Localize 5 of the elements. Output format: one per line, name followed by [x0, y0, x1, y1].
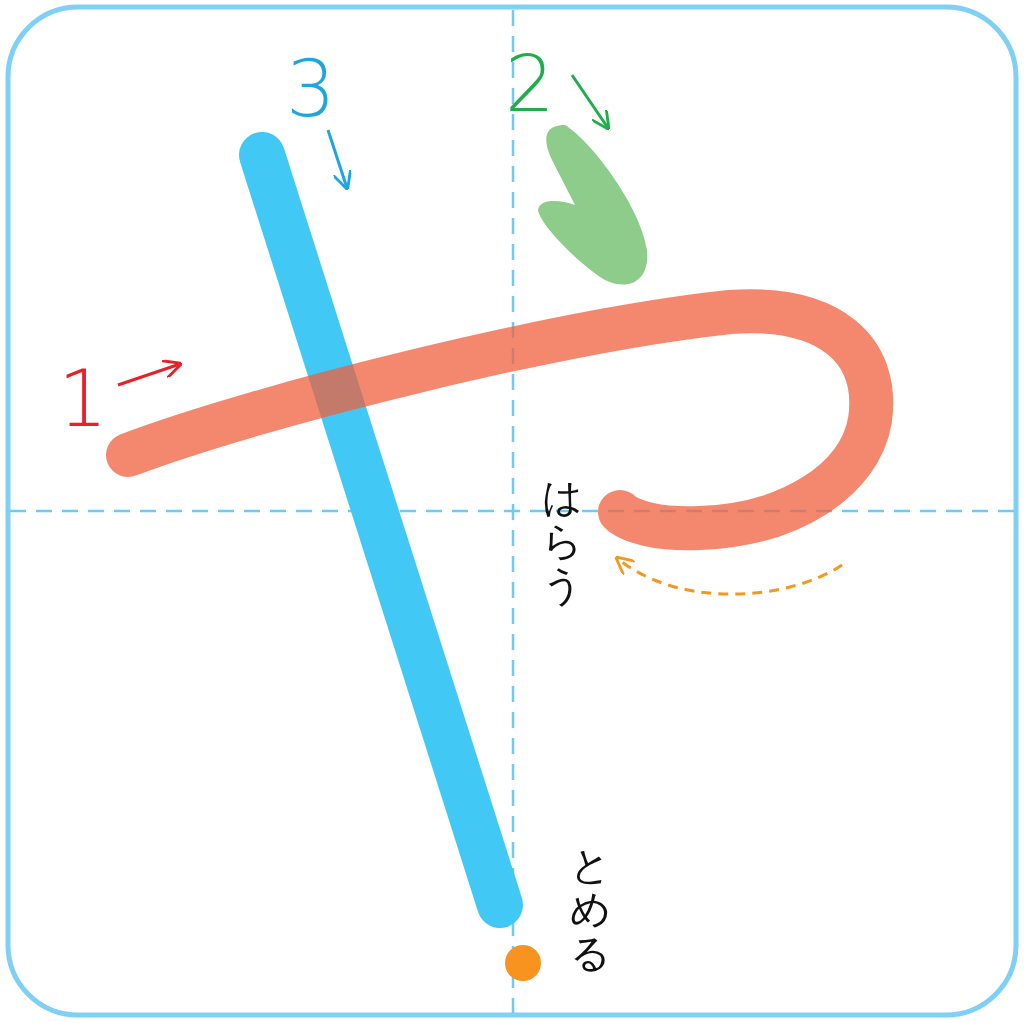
stroke-number: 3: [286, 50, 336, 128]
stroke-note: はらう: [542, 475, 582, 607]
stroke-number: 1: [58, 360, 108, 438]
stroke-note: とめる: [570, 843, 610, 975]
stroke-number: 2: [505, 45, 555, 123]
